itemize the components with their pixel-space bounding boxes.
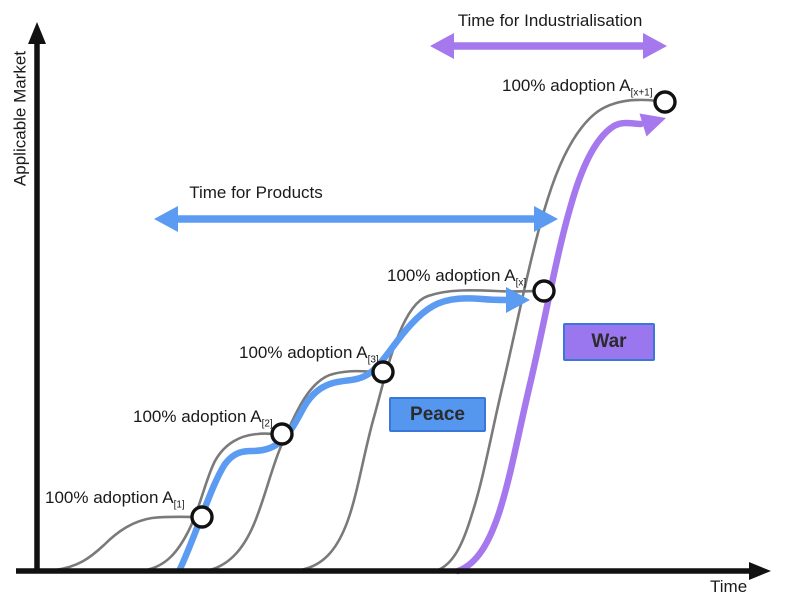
adoption-label-4: 100% adoption A[x]	[387, 266, 526, 289]
peace-box: Peace	[389, 397, 486, 432]
products-span-label: Time for Products	[189, 183, 323, 202]
peace-path-arrowhead-icon	[506, 287, 530, 313]
products-span-arrow	[154, 206, 558, 232]
adoption-label-5-text: 100% adoption A	[502, 76, 631, 95]
adoption-curve-1	[53, 515, 199, 572]
x-axis	[16, 562, 771, 580]
peace-path-curve	[176, 295, 512, 573]
adoption-markers	[190, 90, 677, 529]
adoption-label-3-text: 100% adoption A	[239, 343, 368, 362]
products-span-right-arrowhead-icon	[534, 206, 558, 232]
x-axis-label: Time	[710, 577, 748, 596]
war-box: War	[563, 323, 655, 361]
x-axis-arrowhead-icon	[749, 562, 771, 580]
adoption-curve-2	[144, 432, 279, 572]
adoption-label-5: 100% adoption A[x+1]	[502, 76, 653, 99]
adoption-marker-1	[190, 505, 214, 529]
adoption-marker-2	[270, 422, 294, 446]
adoption-curve-5	[433, 98, 660, 573]
adoption-label-2-text: 100% adoption A	[133, 407, 262, 426]
y-axis-arrowhead-icon	[28, 22, 46, 44]
adoption-label-1: 100% adoption A[1]	[45, 488, 185, 511]
adoption-label-2-sub: [2]	[261, 418, 273, 430]
industrialisation-span-right-arrowhead-icon	[643, 33, 667, 59]
adoption-marker-3	[371, 360, 395, 384]
adoption-label-4-text: 100% adoption A	[387, 266, 516, 285]
war-path-arrowhead-icon	[639, 113, 666, 137]
industrialisation-span-arrow	[430, 33, 667, 59]
adoption-label-2: 100% adoption A[2]	[133, 407, 273, 430]
adoption-label-4-sub: [x]	[515, 277, 527, 289]
y-axis-label: Applicable Market	[10, 50, 30, 187]
adoption-marker-5	[653, 90, 677, 114]
adoption-label-3: 100% adoption A[3]	[239, 343, 379, 366]
adoption-curve-3	[203, 369, 381, 573]
products-span-left-arrowhead-icon	[154, 206, 178, 232]
adoption-label-1-text: 100% adoption A	[45, 488, 174, 507]
industrialisation-span-left-arrowhead-icon	[430, 33, 454, 59]
adoption-marker-4	[532, 279, 556, 303]
adoption-label-3-sub: [3]	[367, 354, 379, 366]
adoption-label-1-sub: [1]	[173, 499, 185, 511]
y-axis	[28, 22, 46, 573]
adoption-label-5-sub: [x+1]	[630, 87, 653, 99]
industrialisation-span-label: Time for Industrialisation	[457, 11, 643, 30]
war-path-curve	[454, 119, 645, 575]
